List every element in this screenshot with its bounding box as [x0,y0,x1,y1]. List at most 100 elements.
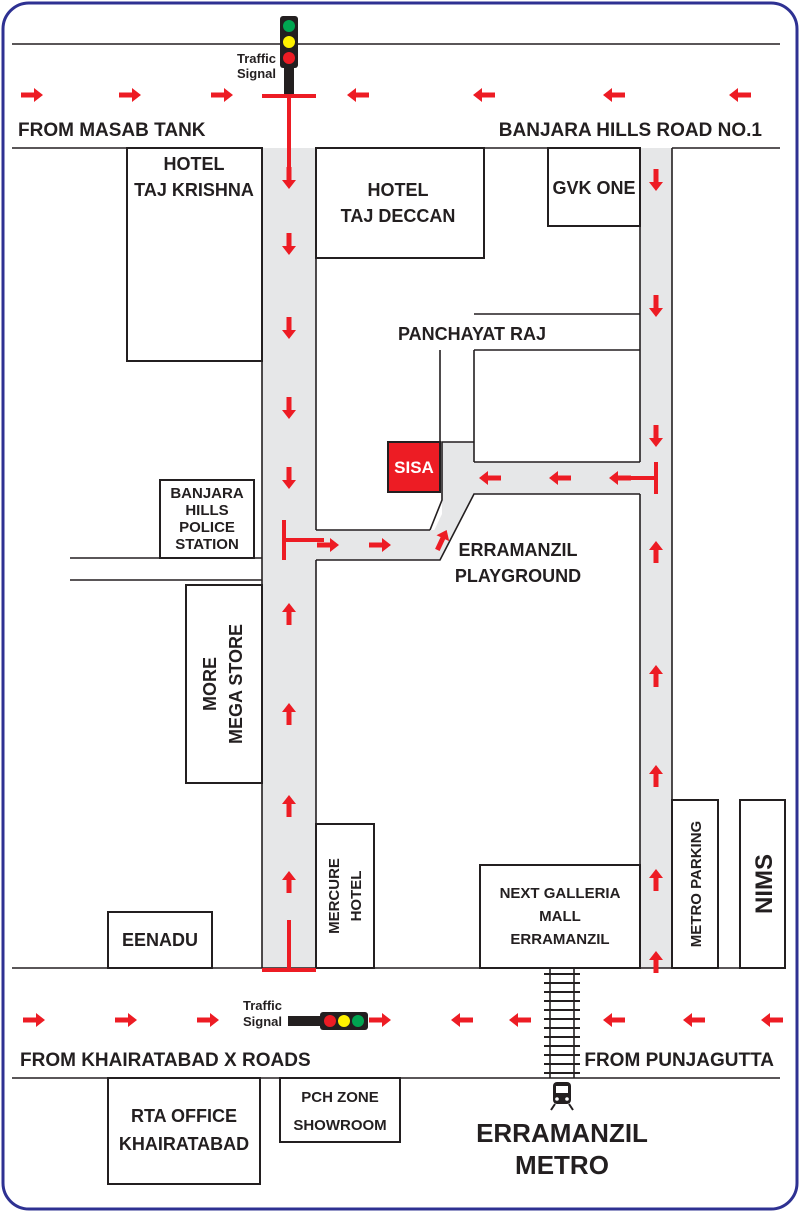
barriers [262,94,658,972]
traffic-signal-label-top-2: Signal [237,66,276,81]
road-label-punjagutta: FROM PUNJAGUTTA [584,1050,774,1071]
direction-arrow-icon [282,703,296,725]
label-gvk-one: GVK ONE [552,178,635,198]
direction-arrow-icon [479,471,501,485]
direction-arrow-icon [369,1013,391,1027]
link-road-bend-lane [420,442,474,560]
signal-red-light [324,1015,336,1027]
direction-arrow-icon [317,538,339,552]
label-erramanzil-metro-2: METRO [515,1150,609,1180]
direction-arrow-icon [609,471,631,485]
direction-arrow-icon [649,425,663,447]
label-police-4: STATION [175,536,239,553]
direction-arrow-icon [649,295,663,317]
traffic-signal-label-bottom-1: Traffic [243,998,282,1013]
direction-arrow-icon [649,169,663,191]
direction-arrow-icon [119,88,141,102]
road-label-masab-tank: FROM MASAB TANK [18,120,206,141]
train-icon [550,1082,574,1111]
direction-arrow-icon [603,1013,625,1027]
signal-yellow-light [283,36,295,48]
label-panchayat-raj: PANCHAYAT RAJ [398,324,546,344]
label-mercure-2: HOTEL [348,871,365,922]
direction-arrow-icon [282,233,296,255]
buildings [107,147,786,1185]
label-erramanzil-metro-1: ERRAMANZIL [476,1118,648,1148]
traffic-light-icon [280,16,298,94]
road-label-khairatabad: FROM KHAIRATABAD X ROADS [20,1050,311,1071]
direction-arrow-icon [282,871,296,893]
label-metro-parking: METRO PARKING [688,821,705,947]
direction-arrow-icon [451,1013,473,1027]
direction-arrow-icon [197,1013,219,1027]
label-nims: NIMS [751,854,778,914]
hotel-taj-krishna [126,147,263,362]
gvk-one [547,147,641,227]
direction-arrow-icon [603,88,625,102]
pch-zone-showroom [279,1077,401,1143]
direction-arrow-icon [473,88,495,102]
next-galleria-mall [479,864,641,969]
direction-arrow-icon [649,765,663,787]
label-more-2: MEGA STORE [226,624,246,744]
direction-arrow-icon [115,1013,137,1027]
direction-arrow-icon [761,1013,783,1027]
label-police-2: HILLS [185,502,228,519]
direction-arrow-icon [282,317,296,339]
direction-arrow-icon [282,603,296,625]
direction-arrow-icon [282,397,296,419]
hotel-taj-deccan [315,147,485,259]
direction-arrow-icon [549,471,571,485]
direction-arrows [21,88,783,1027]
label-more-1: MORE [200,657,220,711]
traffic-light-icon [288,1012,368,1030]
direction-arrow-icon [435,530,450,552]
direction-arrow-icon [683,1013,705,1027]
signal-green-light [283,20,295,32]
railway-track-icon [544,968,580,1078]
label-rta-1: RTA OFFICE [131,1106,237,1126]
label-taj-krishna-1: HOTEL [164,154,225,174]
signal-green-light [352,1015,364,1027]
direction-arrow-icon [369,538,391,552]
direction-arrow-icon [649,869,663,891]
label-galleria-2: MALL [539,908,581,925]
label-rta-2: KHAIRATABAD [119,1134,249,1154]
direction-arrow-icon [282,167,296,189]
label-taj-krishna-2: TAJ KRISHNA [134,180,254,200]
sisa-label: SISA [394,458,434,477]
direction-arrow-icon [649,951,663,973]
label-playground-2: PLAYGROUND [455,566,581,586]
direction-arrow-icon [282,795,296,817]
direction-arrow-icon [282,467,296,489]
direction-arrow-icon [729,88,751,102]
mercure-hotel [315,823,375,969]
signal-red-light [283,52,295,64]
label-mercure-1: MERCURE [326,858,343,934]
label-pch-1: PCH ZONE [301,1089,379,1106]
label-pch-2: SHOWROOM [293,1117,386,1134]
metro-parking [671,799,719,969]
label-police-3: POLICE [179,519,235,536]
label-galleria-1: NEXT GALLERIA [500,885,621,902]
banjara-hills-police-station [159,479,255,559]
direction-arrow-icon [649,665,663,687]
traffic-signal-label-top-1: Traffic [237,51,276,66]
label-eenadu: EENADU [122,930,198,950]
direction-arrow-icon [509,1013,531,1027]
direction-arrow-icon [211,88,233,102]
nims [739,799,786,969]
label-police-1: BANJARA [170,485,244,502]
label-taj-deccan-1: HOTEL [368,180,429,200]
rta-office [107,1077,261,1185]
main-road-lane [262,148,316,968]
sisa-marker [387,441,441,493]
direction-arrow-icon [347,88,369,102]
more-mega-store [185,584,263,784]
direction-arrow-icon [23,1013,45,1027]
signal-yellow-light [338,1015,350,1027]
road-label-banjara-hills-road: BANJARA HILLS ROAD NO.1 [499,120,763,141]
label-playground-1: ERRAMANZIL [459,540,578,560]
direction-arrow-icon [21,88,43,102]
